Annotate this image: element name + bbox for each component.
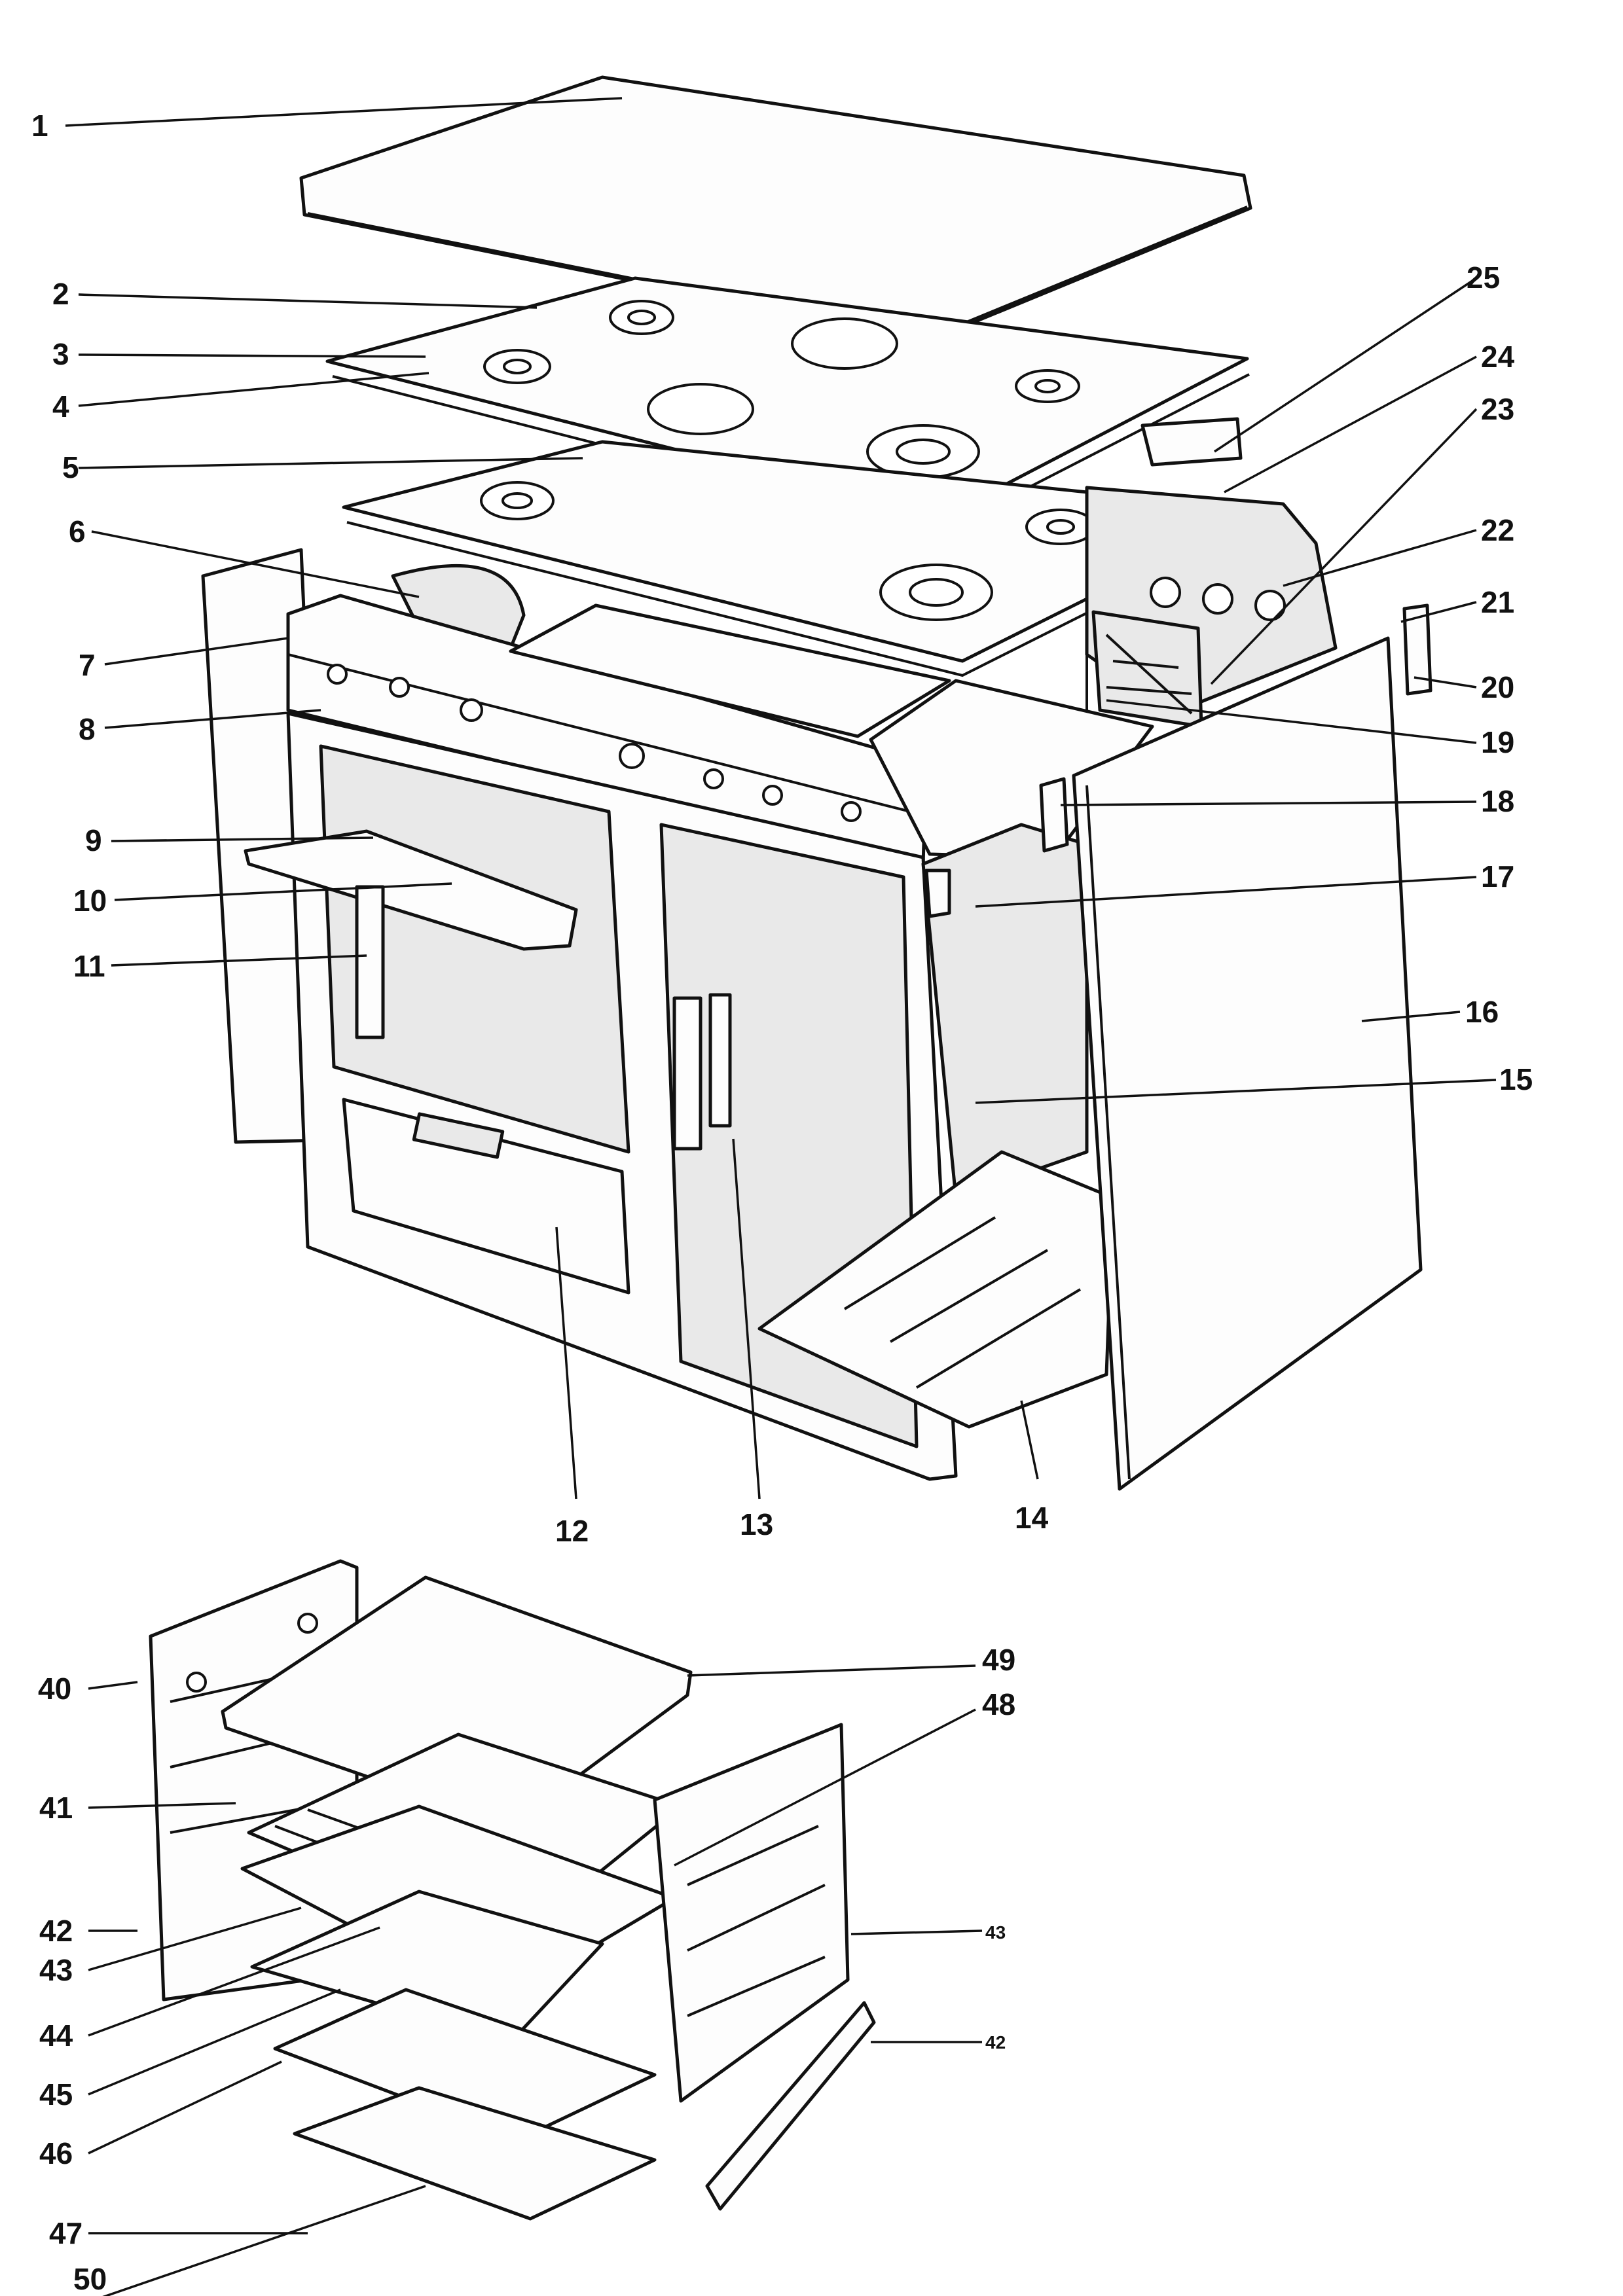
callout-19: 19 — [1481, 725, 1514, 759]
part-13-side-rail — [672, 993, 732, 1151]
part-2-hob-plate — [325, 276, 1250, 533]
callout-49: 49 — [982, 1643, 1015, 1677]
hinge-hardware — [924, 603, 1432, 918]
callout-21: 21 — [1481, 585, 1514, 619]
callout-12: 12 — [555, 1514, 589, 1548]
callout-16: 16 — [1465, 995, 1499, 1029]
callout-18: 18 — [1481, 784, 1514, 818]
part-49-top-plate — [221, 1575, 693, 1828]
part-42-runner — [705, 2001, 876, 2211]
callout-42-left: 42 — [39, 1914, 73, 1948]
callout-10: 10 — [73, 884, 107, 918]
callout-45: 45 — [39, 2077, 73, 2111]
callout-labels: 1 2 3 4 5 6 7 8 9 10 11 12 13 14 15 16 1… — [31, 109, 1533, 2296]
callout-42-right: 42 — [985, 2032, 1006, 2053]
callout-4: 4 — [52, 389, 69, 423]
callout-22: 22 — [1481, 513, 1514, 547]
callout-25: 25 — [1467, 260, 1500, 295]
callout-23: 23 — [1481, 392, 1514, 426]
callout-24: 24 — [1481, 340, 1515, 374]
part-16-side-panel — [1072, 636, 1423, 1491]
callout-43-right: 43 — [985, 1922, 1006, 1943]
callout-9: 9 — [85, 823, 102, 857]
leader-lines — [65, 97, 1497, 2296]
callout-1: 1 — [31, 109, 48, 143]
callout-44: 44 — [39, 2018, 73, 2053]
callout-46: 46 — [39, 2136, 73, 2170]
part-5-burner-tray — [342, 440, 1266, 677]
callout-7: 7 — [79, 648, 96, 682]
callout-17: 17 — [1481, 859, 1514, 893]
callout-5: 5 — [62, 450, 79, 484]
callout-41: 41 — [39, 1791, 73, 1825]
callout-47: 47 — [49, 2216, 82, 2250]
callout-15: 15 — [1499, 1062, 1533, 1096]
part-43-oven-right-side — [653, 1723, 850, 2103]
callout-11: 11 — [73, 949, 105, 983]
callout-48: 48 — [982, 1687, 1015, 1721]
callout-8: 8 — [79, 712, 96, 746]
part-11-side-rail — [355, 885, 385, 1039]
callout-13: 13 — [740, 1507, 773, 1541]
part-47-base-plate — [293, 2086, 657, 2221]
callout-20: 20 — [1481, 670, 1514, 704]
part-1-lid — [299, 75, 1252, 342]
callout-3: 3 — [52, 337, 69, 371]
callout-14: 14 — [1015, 1501, 1049, 1535]
callout-2: 2 — [52, 277, 69, 311]
callout-40: 40 — [38, 1672, 71, 1706]
part-10-deflector — [244, 829, 578, 951]
callout-50: 50 — [73, 2262, 107, 2296]
callout-6: 6 — [69, 514, 86, 548]
part-25-bracket — [1140, 417, 1243, 467]
callout-43-left: 43 — [39, 1953, 73, 1987]
